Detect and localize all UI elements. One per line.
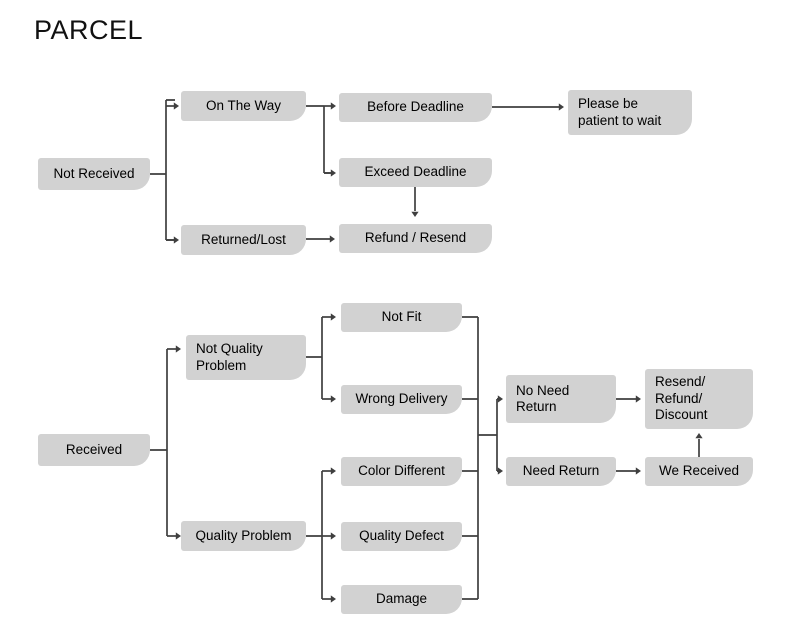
node-label: Not Quality Problem — [196, 341, 263, 373]
arrowhead-to-returned-lost-0 — [173, 236, 179, 244]
node-quality-defect[interactable]: Quality Defect — [341, 522, 462, 551]
node-label: On The Way — [205, 97, 282, 113]
arrowhead-to-wrong-delivery-0 — [330, 395, 336, 403]
node-please-be-patient[interactable]: Please be patient to wait — [568, 90, 692, 135]
node-wrong-delivery[interactable]: Wrong Delivery — [341, 385, 462, 414]
node-label: Refund / Resend — [364, 230, 467, 246]
node-label: Quality Problem — [195, 527, 292, 543]
node-label: We Received — [658, 463, 740, 479]
node-exceed-deadline[interactable]: Exceed Deadline — [339, 158, 492, 187]
arrowhead-no-need-to-resend-0 — [635, 395, 641, 403]
connector-merge-bus — [462, 316, 500, 600]
arrowhead-to-not-fit-0 — [330, 313, 336, 321]
node-label: Need Return — [522, 463, 600, 479]
arrowhead-to-need-return-0 — [497, 467, 503, 475]
connector-on-the-way-bus — [306, 105, 332, 174]
node-returned-lost[interactable]: Returned/Lost — [181, 225, 306, 255]
arrowhead-to-quality-problem-0 — [175, 532, 181, 540]
connector-not-received-bus — [150, 99, 175, 241]
node-color-different[interactable]: Color Different — [341, 457, 462, 486]
node-need-return[interactable]: Need Return — [506, 457, 616, 486]
node-label: No Need Return — [516, 382, 570, 415]
connector-quality-problem-bus — [306, 471, 323, 599]
node-label: Damage — [375, 591, 428, 607]
connector-received-bus — [150, 349, 168, 536]
arrowhead-group — [173, 102, 703, 603]
arrowhead-before-to-patient-0 — [558, 103, 564, 111]
node-not-quality[interactable]: Not Quality Problem — [186, 335, 306, 380]
arrowhead-to-before-deadline-0 — [330, 102, 336, 110]
node-quality-problem[interactable]: Quality Problem — [181, 521, 306, 551]
arrowhead-need-to-we-received-0 — [635, 467, 641, 475]
node-we-received[interactable]: We Received — [645, 457, 753, 486]
arrowhead-to-quality-defect-0 — [330, 532, 336, 540]
node-no-need-return[interactable]: No Need Return — [506, 375, 616, 423]
connector-not-quality-bus — [306, 317, 323, 399]
node-label: Please be patient to wait — [578, 96, 662, 128]
node-on-the-way[interactable]: On The Way — [181, 91, 306, 121]
node-damage[interactable]: Damage — [341, 585, 462, 614]
arrowhead-to-not-quality-0 — [175, 345, 181, 353]
node-label: Before Deadline — [367, 99, 464, 115]
node-resend-refund[interactable]: Resend/ Refund/ Discount — [645, 369, 753, 429]
node-received[interactable]: Received — [38, 434, 150, 466]
arrowhead-to-exceed-deadline-0 — [330, 169, 336, 177]
arrowhead-exceed-to-refund-0 — [411, 211, 419, 217]
node-label: Exceed Deadline — [364, 164, 467, 180]
node-label: Quality Defect — [359, 528, 444, 544]
node-label: Not Fit — [381, 309, 422, 325]
node-refund-resend[interactable]: Refund / Resend — [339, 224, 492, 253]
arrowhead-to-no-need-return-0 — [497, 395, 503, 403]
node-label: Returned/Lost — [201, 231, 286, 247]
arrowhead-to-color-different-0 — [330, 467, 336, 475]
arrowhead-returned-to-refund-0 — [329, 235, 335, 243]
node-not-fit[interactable]: Not Fit — [341, 303, 462, 332]
node-label: Wrong Delivery — [355, 391, 448, 407]
arrowhead-to-on-the-way-0 — [173, 102, 179, 110]
node-not-received[interactable]: Not Received — [38, 158, 150, 190]
node-before-deadline[interactable]: Before Deadline — [339, 93, 492, 122]
node-label: Color Different — [358, 463, 445, 479]
arrowhead-to-damage-0 — [330, 595, 336, 603]
node-label: Received — [65, 441, 123, 457]
node-label: Not Received — [53, 165, 135, 181]
arrowhead-we-received-to-resend-0 — [695, 433, 703, 439]
page-title: PARCEL — [34, 15, 144, 45]
node-label: Resend/ Refund/ Discount — [655, 374, 708, 423]
